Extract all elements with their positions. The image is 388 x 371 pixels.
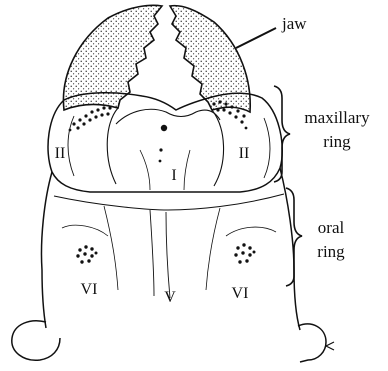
roman-label-I: I bbox=[171, 167, 176, 184]
jaw-leader-line bbox=[236, 28, 276, 48]
bottom-lobe-left bbox=[12, 321, 60, 360]
center-dots bbox=[159, 125, 168, 163]
oral-dots-right bbox=[234, 243, 255, 263]
roman-label-VI-left: VI bbox=[81, 281, 98, 298]
jaw-left-half bbox=[63, 5, 162, 110]
jaw-right-half bbox=[170, 6, 250, 112]
oral-dots-left bbox=[76, 245, 97, 263]
bottom-lobe-right bbox=[298, 324, 334, 362]
jaw-label: jaw bbox=[281, 14, 307, 33]
maxillary-ring-label-line2: ring bbox=[323, 132, 351, 151]
oral-ring-label-line1: oral bbox=[318, 218, 345, 237]
roman-label-V: V bbox=[164, 289, 176, 306]
roman-label-II-left: II bbox=[55, 145, 66, 162]
roman-label-VI-right: VI bbox=[232, 285, 249, 302]
oral-ring-brace bbox=[286, 188, 302, 286]
oral-ring-label-line2: ring bbox=[317, 242, 345, 261]
maxillary-ring-label-line1: maxillary bbox=[304, 108, 370, 127]
roman-label-II-right: II bbox=[239, 145, 250, 162]
maxillary-dots-left bbox=[69, 106, 112, 131]
maxillary-ring-brace bbox=[274, 86, 290, 182]
